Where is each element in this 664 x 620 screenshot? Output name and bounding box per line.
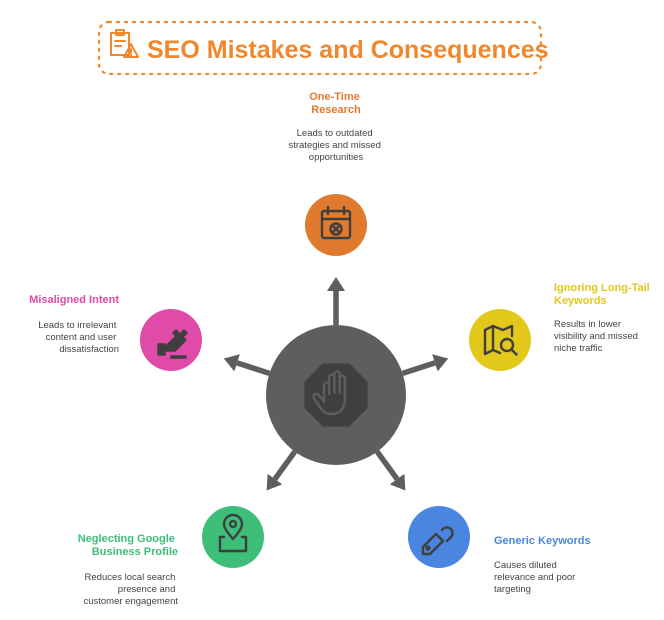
node-title: Ignoring Long-Tail Keywords: [554, 282, 653, 307]
title-group: SEO Mistakes and Consequences: [97, 20, 549, 76]
node-ignoring-long-tail-keywords: Ignoring Long-Tail Keywords Results in l…: [469, 282, 653, 371]
node-misaligned-intent: Misaligned Intent Leads to irrelevant co…: [29, 294, 202, 371]
node-description: Causes diluted relevance and poor target…: [494, 560, 578, 595]
calendar-x-icon: [320, 205, 352, 240]
node-neglecting-google-business-profile: Neglecting Google Business Profile Reduc…: [78, 506, 264, 607]
arrow-head: [223, 354, 240, 372]
arrow-one-time-research: [327, 277, 345, 325]
node-description: Results in lower visibility and missed n…: [554, 319, 641, 354]
hub: [266, 325, 406, 465]
node-one-time-research: One-Time Research Leads to outdated stra…: [288, 91, 383, 256]
page-title: SEO Mistakes and Consequences: [147, 36, 549, 64]
node-circle: [202, 506, 264, 568]
arrow-misaligned-intent: [223, 354, 271, 376]
clipboard-alert-icon: [110, 29, 139, 58]
arrow-shaft: [272, 450, 298, 481]
title-frame: [97, 20, 543, 76]
node-circle: [469, 309, 531, 371]
arrows: [223, 277, 449, 491]
arrow-shaft: [401, 360, 436, 376]
stop-hand-icon: [312, 370, 346, 416]
arrow-google-business-profile: [266, 450, 298, 491]
map-pin-icon: [218, 513, 248, 553]
arrow-head: [432, 354, 449, 372]
node-title: Neglecting Google Business Profile: [78, 533, 178, 558]
node-title: Generic Keywords: [494, 535, 591, 547]
node-title: One-Time Research: [309, 91, 363, 116]
arrow-shaft: [374, 450, 400, 481]
tag-link-icon: [421, 526, 454, 556]
node-description: Leads to outdated strategies and missed …: [288, 128, 383, 163]
arrow-long-tail-keywords: [401, 354, 449, 376]
arrow-head: [266, 473, 283, 491]
node-description: Reduces local search presence and custom…: [83, 572, 178, 607]
node-description: Leads to irrelevant content and user dis…: [38, 320, 119, 355]
map-search-icon: [483, 324, 518, 356]
hand-pointer-icon: [157, 329, 188, 359]
arrow-head: [327, 277, 345, 291]
node-circle: [305, 194, 367, 256]
arrow-head: [389, 473, 406, 491]
arrow-generic-keywords: [374, 450, 406, 491]
stop-octagon: [304, 363, 368, 427]
node-title: Misaligned Intent: [29, 294, 119, 306]
node-generic-keywords: Generic Keywords Causes diluted relevanc…: [408, 506, 591, 595]
arrow-shaft: [236, 360, 271, 376]
